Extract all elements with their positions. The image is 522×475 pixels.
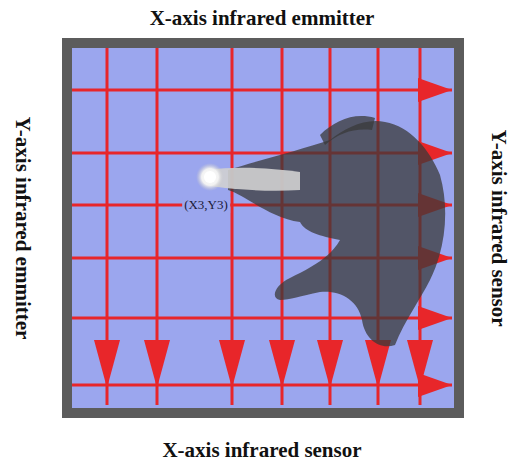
down-arrowhead [94,340,120,388]
right-arrowhead [418,306,452,330]
down-arrowhead [365,340,391,388]
down-arrowhead [317,340,343,388]
infrared-beams [72,48,452,405]
top-emitter-label: X-axis infrared emmitter [150,6,375,31]
right-arrowhead [418,373,452,397]
left-emitter-label: Y-axis infrared emmitter [10,117,35,340]
coordinate-label: (X3,Y3) [182,197,230,213]
horizontal-beam [72,384,452,387]
beam-arrowheads [94,78,452,397]
down-arrowhead [269,340,295,388]
touch-point-center [204,171,216,183]
screen-area [72,48,454,408]
right-arrowhead [418,78,452,102]
right-sensor-label: Y-axis infrared sensor [486,129,511,326]
down-arrowhead [144,340,170,388]
frame-bezel [62,38,464,418]
hand-shadow [228,116,445,346]
touch-point [196,163,224,191]
down-arrowhead [219,340,245,388]
bottom-sensor-label: X-axis infrared sensor [162,438,361,463]
horizontal-beam [72,89,452,92]
